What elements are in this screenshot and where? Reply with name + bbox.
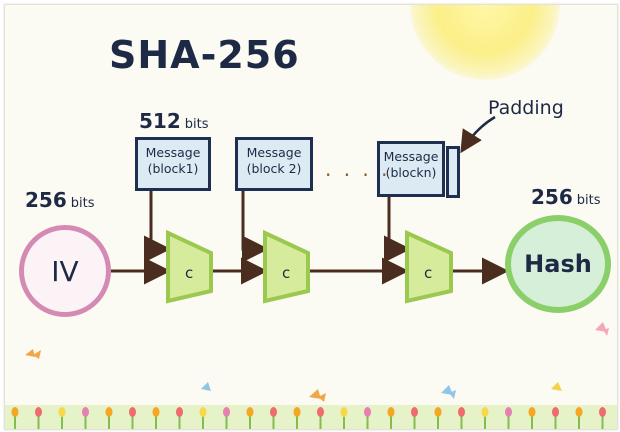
padding-label: Padding <box>488 97 564 119</box>
butterfly-icon <box>441 385 456 399</box>
block-size-value: 512 <box>139 109 181 133</box>
message-block-n: Message (blockn) <box>377 141 445 197</box>
flower-icon <box>317 407 324 417</box>
padding-box <box>446 146 460 198</box>
flower-icon <box>599 407 606 417</box>
hash-circle: Hash <box>505 215 611 313</box>
flower-icon <box>293 407 301 417</box>
flower-icon <box>552 407 559 417</box>
butterfly-icon <box>551 382 562 391</box>
flower-icon <box>82 407 89 417</box>
flower-icon <box>199 407 207 417</box>
hash-bits-unit: bits <box>576 193 601 208</box>
message-block-1-line1: Message <box>145 145 201 160</box>
diagram-title: SHA-256 <box>109 33 300 77</box>
butterfly-icon <box>25 349 41 359</box>
flower-icon <box>364 407 371 417</box>
message-block-1: Message (block1) <box>135 137 211 191</box>
flower-icon <box>458 407 465 417</box>
flower-icon <box>246 407 254 417</box>
butterfly-icon <box>201 382 211 391</box>
flower-icon <box>223 407 230 417</box>
compression-block-2 <box>263 229 310 304</box>
compression-label-n: c <box>424 264 432 282</box>
message-block-2: Message (block 2) <box>235 137 313 191</box>
hash-bits-value: 256 <box>531 185 573 209</box>
iv-bits-value: 256 <box>25 188 67 212</box>
message-arrow-2 <box>241 189 269 263</box>
block-size-unit: bits <box>184 117 209 132</box>
compression-block-n <box>405 229 453 304</box>
flower-icon <box>35 407 42 417</box>
message-block-1-line2: (block1) <box>147 161 199 176</box>
flower-icon <box>387 407 395 417</box>
grass-strip <box>5 405 617 429</box>
flower-icon <box>505 407 512 417</box>
iv-circle: IV <box>19 225 111 317</box>
compression-label-1: c <box>185 264 193 282</box>
message-block-2-line1: Message <box>246 145 302 160</box>
padding-pointer-arrow <box>460 115 496 154</box>
message-arrow-n <box>384 195 411 263</box>
message-block-2-line2: (block 2) <box>246 161 302 176</box>
iv-bits-unit: bits <box>70 196 95 211</box>
flower-icon <box>11 407 19 417</box>
hash-label: Hash <box>524 250 592 278</box>
message-block-n-line2: (blockn) <box>385 165 437 180</box>
ellipsis: · · · · <box>325 163 391 187</box>
flower-icon <box>58 407 66 417</box>
message-block-n-line1: Message <box>383 149 439 164</box>
flower-icon <box>270 407 277 417</box>
flower-icon <box>152 407 160 417</box>
butterfly-icon <box>595 322 609 336</box>
iv-label: IV <box>51 254 79 288</box>
flower-row <box>11 407 606 429</box>
compression-block-1 <box>166 229 213 304</box>
flower-icon <box>340 407 348 417</box>
flower-icon <box>129 407 136 417</box>
flower-icon <box>481 407 489 417</box>
flower-icon <box>411 407 418 417</box>
flow-arrows: c c c <box>5 115 617 429</box>
flower-icon <box>434 407 442 417</box>
compression-label-2: c <box>282 264 290 282</box>
message-arrow-1 <box>144 189 171 263</box>
flower-icon <box>575 407 583 417</box>
butterfly-icon <box>309 389 326 402</box>
flower-icon <box>105 407 113 417</box>
flower-icon <box>528 407 536 417</box>
flower-icon <box>176 407 183 417</box>
